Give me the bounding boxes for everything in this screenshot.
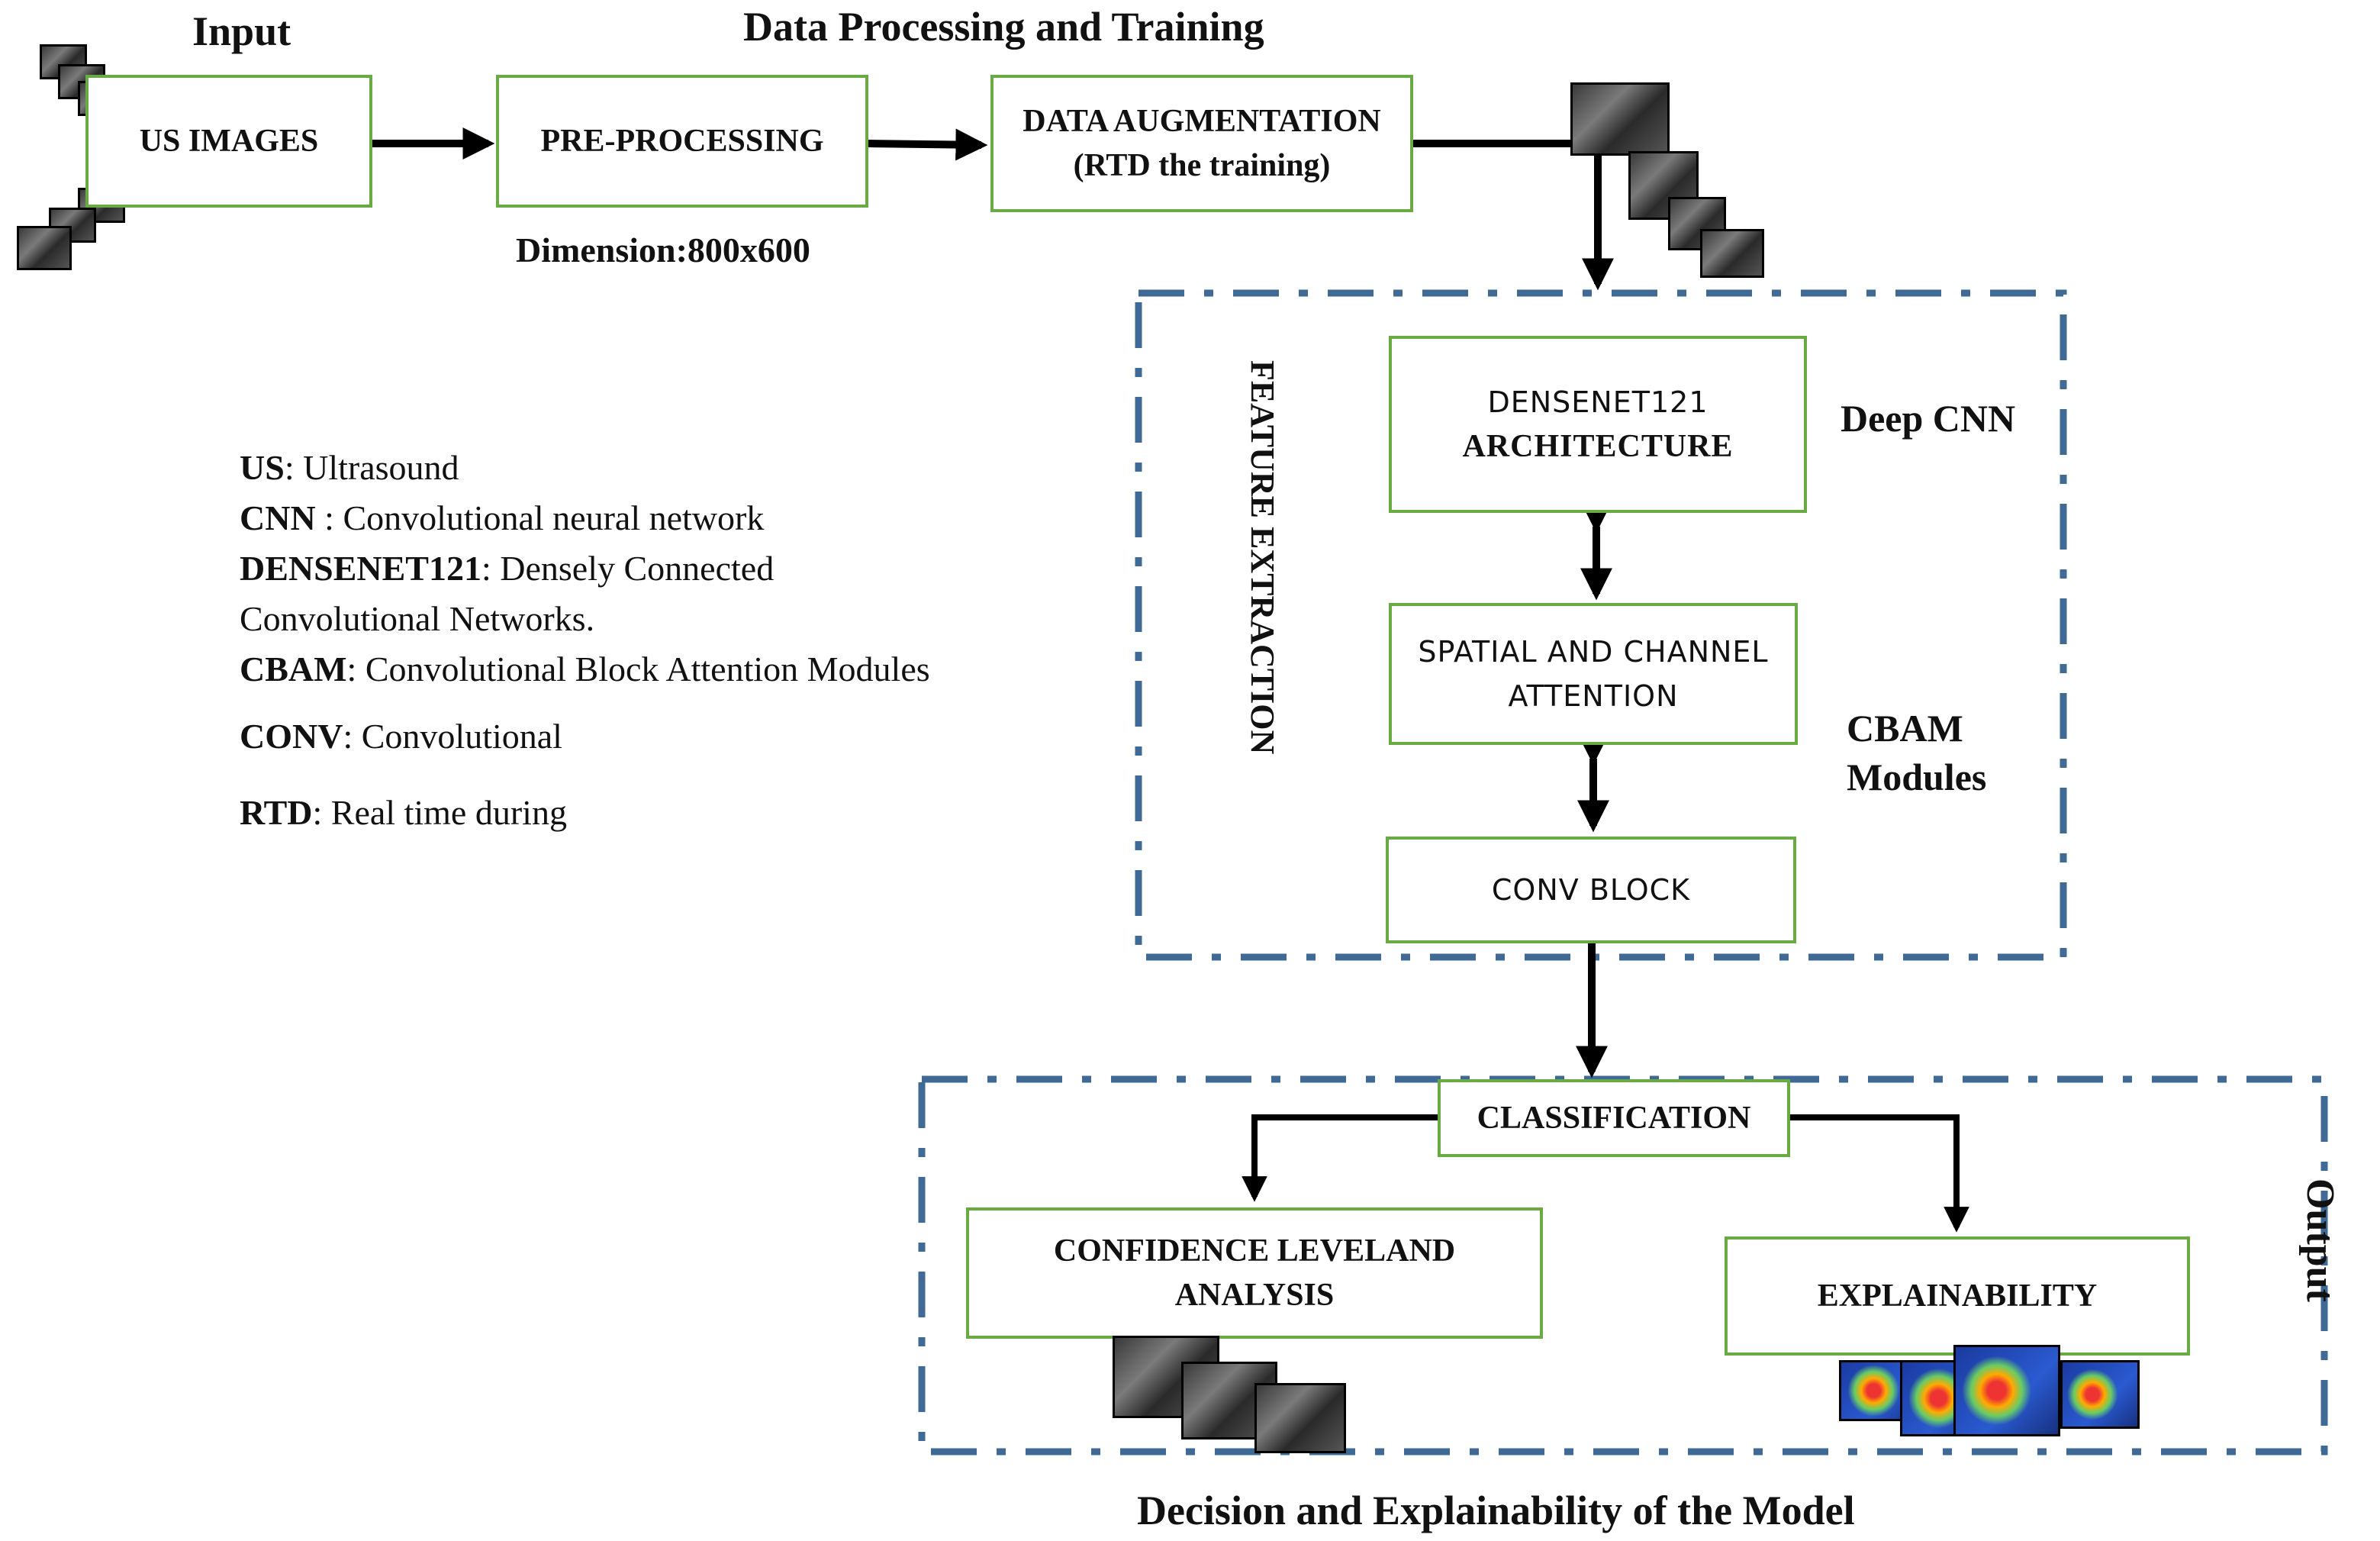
legend-row: US: Ultrasound	[240, 448, 459, 487]
pre-processing-label: PRE-PROCESSING	[540, 124, 824, 159]
arrow-aug-to-feature	[1413, 140, 1614, 291]
pre-processing-box: PRE-PROCESSING	[496, 75, 868, 208]
legend-row: RTD: Real time during	[240, 793, 567, 832]
attention-label: SPATIAL AND CHANNEL	[1418, 635, 1769, 669]
legend-row: CBAM: Convolutional Block Attention Modu…	[240, 650, 930, 688]
attention-sublabel: ATTENTION	[1508, 679, 1679, 713]
cbam-line2: Modules	[1847, 756, 1987, 798]
classification-label: CLASSIFICATION	[1477, 1101, 1751, 1136]
confidence-box: CONFIDENCE LEVELAND ANALYSIS	[966, 1207, 1543, 1339]
heading-input: Input	[192, 8, 291, 54]
confidence-label: CONFIDENCE LEVELAND	[1053, 1233, 1456, 1269]
data-augmentation-box: DATA AUGMENTATION (RTD the training)	[990, 75, 1413, 212]
legend-row: CONV: Convolutional	[240, 717, 562, 756]
us-images-box: US IMAGES	[85, 75, 372, 208]
arrow-pre-to-aug	[868, 128, 988, 161]
heading-processing: Data Processing and Training	[743, 4, 1264, 50]
classification-box: CLASSIFICATION	[1438, 1079, 1790, 1157]
explainability-box: EXPLAINABILITY	[1725, 1236, 2190, 1356]
legend-row: Convolutional Networks.	[240, 599, 595, 638]
legend-row: CNN : Convolutional neural network	[240, 498, 765, 537]
data-augmentation-label: DATA AUGMENTATION	[1023, 104, 1381, 139]
conv-block-box: CONV BLOCK	[1386, 837, 1796, 943]
densenet-sublabel: ARCHITECTURE	[1462, 429, 1734, 464]
confidence-sublabel: ANALYSIS	[1174, 1278, 1335, 1313]
cbam-line1: CBAM	[1847, 707, 1963, 750]
dimension-label: Dimension:800x600	[516, 231, 810, 269]
data-augmentation-sublabel: (RTD the training)	[1073, 148, 1331, 183]
heading-decision: Decision and Explainability of the Model	[1137, 1488, 1855, 1533]
feature-extraction-label: FEATURE EXTRACTION	[1244, 360, 1281, 755]
heading-output: Output	[2298, 1178, 2342, 1302]
cbam-label: CBAM Modules	[1847, 704, 1986, 801]
densenet-box: DENSENET121 ARCHITECTURE	[1389, 336, 1807, 513]
arrow-class-to-confidence	[1242, 1114, 1438, 1202]
explainability-label: EXPLAINABILITY	[1817, 1278, 2098, 1314]
legend-row: DENSENET121: Densely Connected	[240, 549, 775, 588]
feature-extraction-frame	[1135, 289, 2067, 961]
abbreviation-legend: US: Ultrasound CNN : Convolutional neura…	[240, 443, 930, 838]
conv-block-label: CONV BLOCK	[1491, 873, 1691, 907]
densenet-label: DENSENET121	[1487, 385, 1709, 419]
us-images-label: US IMAGES	[139, 124, 319, 159]
attention-box: SPATIAL AND CHANNEL ATTENTION	[1389, 603, 1798, 745]
arrow-class-to-explain	[1790, 1114, 1969, 1233]
deep-cnn-label: Deep CNN	[1841, 397, 2016, 440]
